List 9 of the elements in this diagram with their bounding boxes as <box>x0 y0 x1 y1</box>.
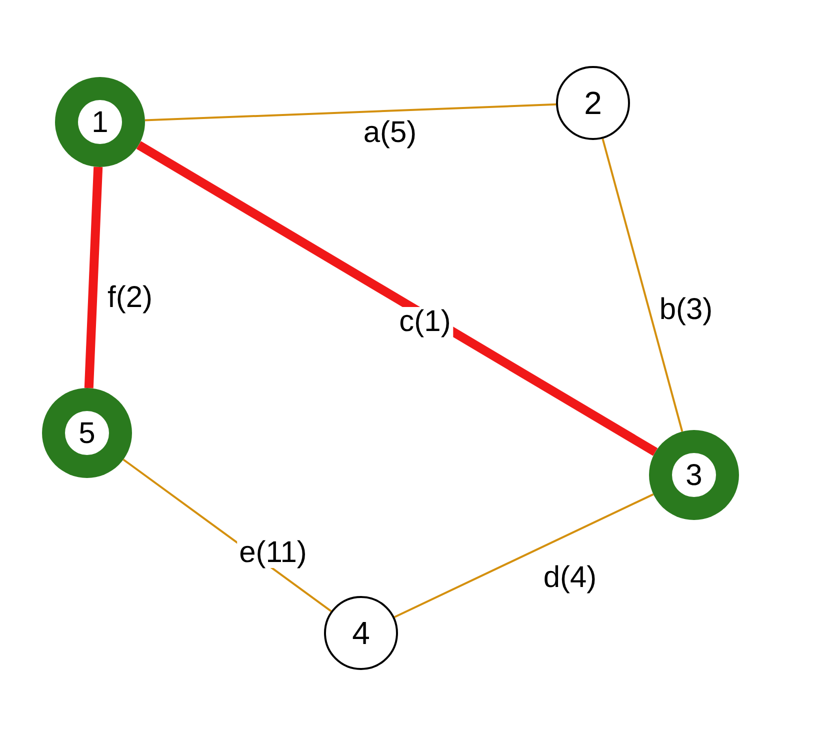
edge-label: c(1) <box>397 307 453 337</box>
node-number: 1 <box>78 100 122 144</box>
node-number: 3 <box>672 453 716 497</box>
node-number: 5 <box>65 411 109 455</box>
edge-line <box>394 493 654 618</box>
edge-line <box>602 138 684 432</box>
edge-line <box>144 103 556 122</box>
edge-line <box>136 141 658 456</box>
edge-line <box>84 166 103 388</box>
